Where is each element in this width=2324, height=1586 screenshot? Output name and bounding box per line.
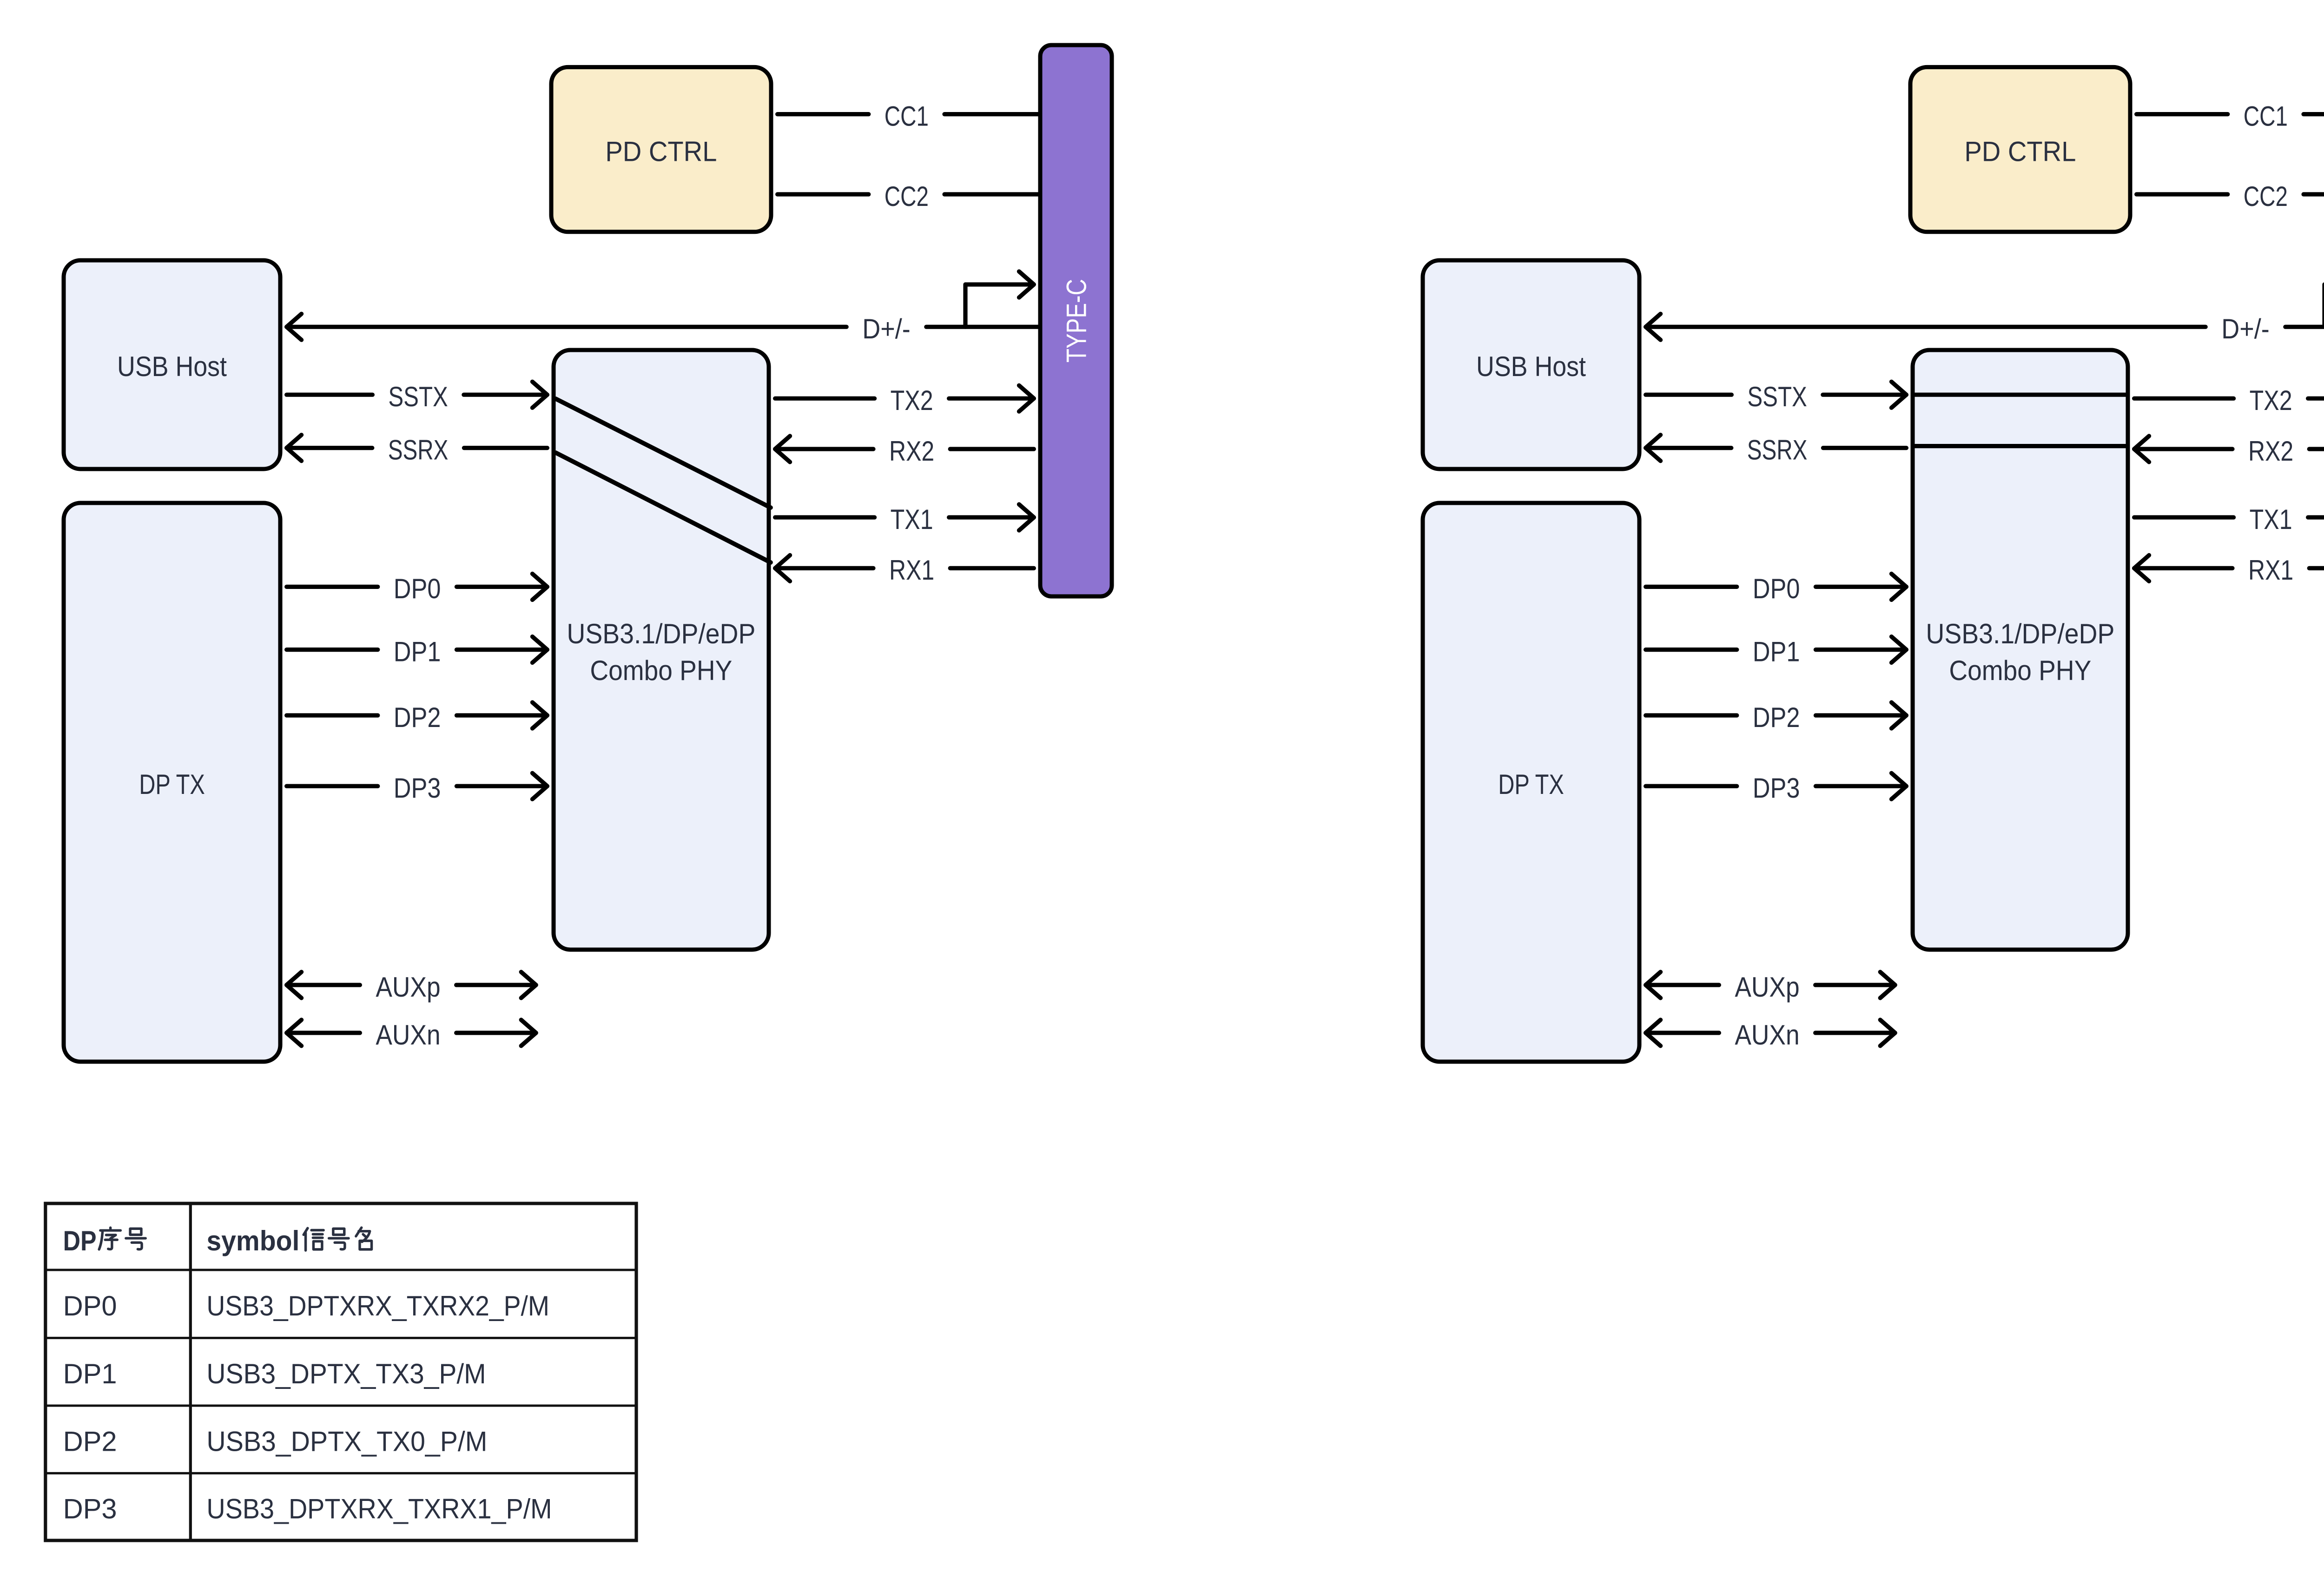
- svg-text:USB3_DPTXRX_TXRX2_P/M: USB3_DPTXRX_TXRX2_P/M: [206, 1290, 549, 1322]
- svg-text:AUXn: AUXn: [376, 1019, 440, 1051]
- svg-text:D+/-: D+/-: [862, 313, 911, 344]
- svg-text:AUXn: AUXn: [1735, 1019, 1799, 1051]
- svg-text:RX2: RX2: [2248, 436, 2293, 467]
- svg-text:CC1: CC1: [2244, 100, 2288, 132]
- svg-text:RX1: RX1: [2248, 555, 2293, 586]
- svg-text:PD CTRL: PD CTRL: [605, 136, 717, 167]
- svg-text:USB3_DPTXRX_TXRX1_P/M: USB3_DPTXRX_TXRX1_P/M: [206, 1493, 552, 1525]
- svg-text:DP3: DP3: [63, 1493, 117, 1525]
- svg-text:USB Host: USB Host: [1476, 351, 1586, 382]
- svg-text:CC1: CC1: [885, 100, 929, 132]
- svg-text:DP TX: DP TX: [1498, 769, 1564, 800]
- svg-text:AUXp: AUXp: [1735, 971, 1799, 1003]
- svg-text:SSTX: SSTX: [1747, 381, 1807, 412]
- svg-text:DP3: DP3: [394, 773, 441, 804]
- svg-text:DP2: DP2: [63, 1426, 117, 1457]
- svg-text:DP2: DP2: [394, 702, 441, 733]
- svg-text:DP2: DP2: [1753, 702, 1800, 733]
- svg-text:SSRX: SSRX: [388, 434, 449, 465]
- svg-text:USB3.1/DP/eDP: USB3.1/DP/eDP: [1926, 618, 2114, 649]
- svg-text:TX1: TX1: [891, 504, 933, 535]
- svg-text:symbol: symbol: [206, 1225, 299, 1256]
- svg-text:D+/-: D+/-: [2221, 313, 2270, 344]
- svg-text:DP0: DP0: [63, 1290, 117, 1322]
- svg-text:CC2: CC2: [885, 181, 929, 212]
- svg-text:RX1: RX1: [889, 555, 934, 586]
- svg-text:DP0: DP0: [394, 573, 441, 604]
- svg-text:Combo PHY: Combo PHY: [590, 655, 732, 686]
- svg-text:TYPE-C: TYPE-C: [1061, 279, 1092, 363]
- svg-text:RX2: RX2: [889, 436, 934, 467]
- svg-text:DP1: DP1: [1753, 636, 1800, 667]
- svg-text:DP3: DP3: [1753, 773, 1800, 804]
- svg-text:SSTX: SSTX: [388, 381, 448, 412]
- svg-text:PD CTRL: PD CTRL: [1964, 136, 2076, 167]
- svg-text:CC2: CC2: [2244, 181, 2288, 212]
- svg-text:DP1: DP1: [394, 636, 441, 667]
- svg-text:DP: DP: [63, 1225, 97, 1256]
- svg-text:USB3_DPTX_TX3_P/M: USB3_DPTX_TX3_P/M: [206, 1358, 486, 1389]
- svg-text:TX2: TX2: [891, 385, 933, 416]
- svg-text:TX2: TX2: [2250, 385, 2292, 416]
- svg-text:DP1: DP1: [63, 1358, 117, 1389]
- svg-text:USB Host: USB Host: [117, 351, 227, 382]
- svg-text:TX1: TX1: [2250, 504, 2292, 535]
- svg-text:USB3_DPTX_TX0_P/M: USB3_DPTX_TX0_P/M: [206, 1426, 487, 1457]
- svg-text:DP0: DP0: [1753, 573, 1800, 604]
- svg-text:DP TX: DP TX: [139, 769, 205, 800]
- svg-text:AUXp: AUXp: [376, 971, 440, 1003]
- svg-text:SSRX: SSRX: [1747, 434, 1808, 465]
- svg-text:Combo PHY: Combo PHY: [1949, 655, 2091, 686]
- svg-text:USB3.1/DP/eDP: USB3.1/DP/eDP: [567, 618, 755, 649]
